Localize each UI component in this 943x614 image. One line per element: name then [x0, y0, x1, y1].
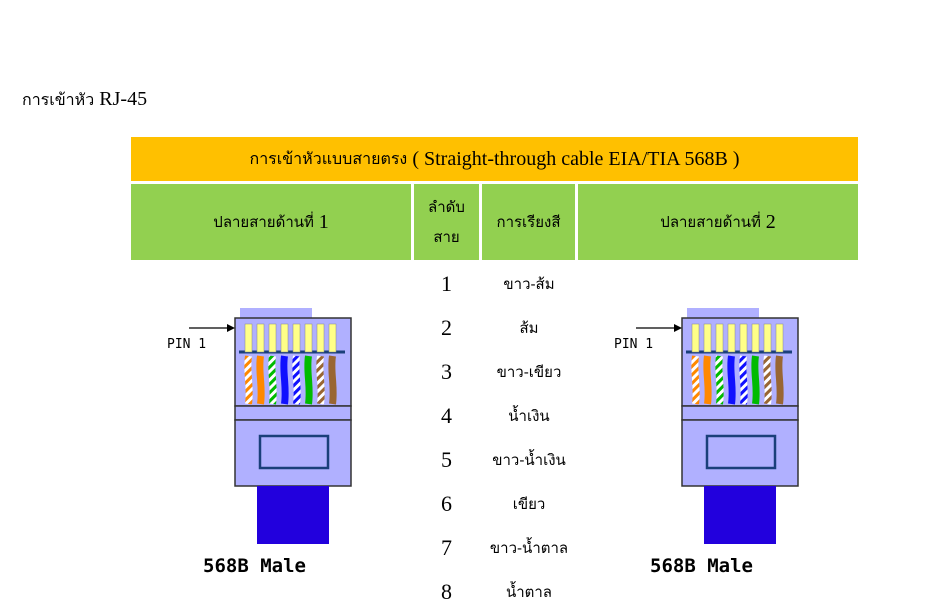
pin-contact	[292, 323, 301, 353]
connector-caption: 568B Male	[203, 555, 306, 577]
header-end-1-thai: ปลายสายด้านที่	[213, 213, 314, 231]
pin-number: 3	[441, 359, 452, 384]
wire	[292, 355, 301, 405]
header-end-2-thai: ปลายสายด้านที่	[660, 213, 761, 231]
wire	[244, 355, 253, 405]
pin-color-name: ส้ม	[519, 319, 539, 337]
wire	[703, 355, 712, 405]
pin-color-name: น้ำตาล	[505, 583, 553, 601]
pin-contact	[751, 323, 760, 353]
pin-row: 2 ส้ม	[414, 306, 579, 350]
wire	[751, 355, 760, 405]
cable-jacket	[257, 486, 329, 544]
pin-row: 6 เขียว	[414, 482, 579, 526]
pin1-arrow-head	[227, 324, 235, 332]
pin-number: 8	[441, 579, 452, 604]
wire	[280, 355, 289, 405]
pin-contact	[244, 323, 253, 353]
pin-contact	[304, 323, 313, 353]
wire	[328, 355, 337, 405]
plug-latch	[687, 308, 759, 320]
plug-window	[258, 434, 330, 470]
connector-left: PIN 1 568B Male	[167, 308, 352, 577]
wire	[268, 355, 277, 405]
pin-contact	[328, 323, 337, 353]
pin-color-name: ขาว-น้ำเงิน	[492, 451, 566, 469]
table-title-thai: การเข้าหัวแบบสายตรง	[249, 148, 408, 168]
plug-latch	[240, 308, 312, 320]
cable-jacket	[704, 486, 776, 544]
pin-row: 3 ขาว-เขียว	[414, 350, 579, 394]
pin-contact	[715, 323, 724, 353]
connector-right: PIN 1 568B Male	[614, 308, 799, 577]
pin-number: 5	[441, 447, 452, 472]
plug-body	[681, 419, 799, 487]
pin-contact	[739, 323, 748, 353]
plug-body	[234, 419, 352, 487]
pin-number: 7	[441, 535, 452, 560]
pin-contact	[691, 323, 700, 353]
table-title-latin: ( Straight-through cable EIA/TIA 568B )	[412, 147, 740, 170]
table-title: การเข้าหัวแบบสายตรง ( Straight-through c…	[131, 137, 858, 181]
pin1-arrow-head	[674, 324, 682, 332]
plug-collar	[681, 405, 799, 421]
pin-color-name: น้ำเงิน	[508, 407, 550, 425]
pin-contact	[268, 323, 277, 353]
wire	[304, 355, 313, 405]
pin-row: 8 น้ำตาล	[414, 570, 579, 614]
pin-number: 2	[441, 315, 452, 340]
header-wire-order: ลำดับ สาย	[414, 184, 479, 260]
page-heading-thai: การเข้าหัว	[22, 90, 95, 109]
pin-row: 7 ขาว-น้ำตาล	[414, 526, 579, 570]
pin-number: 1	[441, 271, 452, 296]
plug-collar	[234, 405, 352, 421]
page-heading: การเข้าหัว RJ-45	[22, 88, 147, 113]
wire	[691, 355, 700, 405]
pin1-label: PIN 1	[614, 337, 653, 352]
wire	[775, 355, 784, 405]
pin-contact	[256, 323, 265, 353]
pin1-label: PIN 1	[167, 337, 206, 352]
pin-contact	[316, 323, 325, 353]
wire	[727, 355, 736, 405]
header-end-2: ปลายสายด้านที่ 2	[578, 184, 858, 260]
pin-contact	[727, 323, 736, 353]
header-wire-order-line1: ลำดับ	[428, 198, 465, 216]
pin-number: 6	[441, 491, 452, 516]
plug-window	[705, 434, 777, 470]
header-end-2-num: 2	[765, 210, 776, 233]
pin-contact	[703, 323, 712, 353]
wire	[316, 355, 325, 405]
pin-row: 1 ขาว-ส้ม	[414, 262, 579, 306]
header-end-1-num: 1	[318, 210, 329, 233]
pin-color-name: ขาว-ส้ม	[503, 275, 555, 293]
wire	[763, 355, 772, 405]
pin-contact	[775, 323, 784, 353]
page-heading-latin: RJ-45	[99, 88, 148, 110]
pin-color-name: ขาว-เขียว	[496, 363, 562, 381]
pin-row: 5 ขาว-น้ำเงิน	[414, 438, 579, 482]
pin-row: 4 น้ำเงิน	[414, 394, 579, 438]
connector-caption: 568B Male	[650, 555, 753, 577]
wire	[715, 355, 724, 405]
wire	[256, 355, 265, 405]
pin-contact	[763, 323, 772, 353]
pin-number: 4	[441, 403, 452, 428]
pin-color-name: ขาว-น้ำตาล	[489, 539, 569, 557]
header-wire-order-line2: สาย	[433, 228, 460, 246]
pin-contact	[280, 323, 289, 353]
header-color-order: การเรียงสี	[482, 184, 575, 260]
wire	[739, 355, 748, 405]
pin-color-name: เขียว	[512, 495, 546, 513]
header-end-1: ปลายสายด้านที่ 1	[131, 184, 411, 260]
